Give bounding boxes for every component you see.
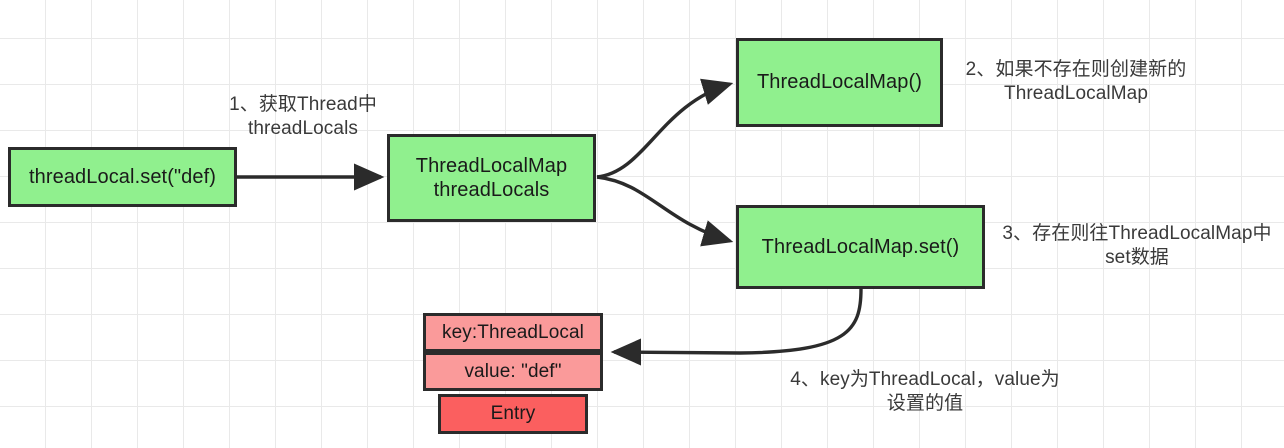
arrow-threadlocals-to-new-map <box>596 78 734 179</box>
label-step-4: 4、key为ThreadLocal，value为 设置的值 <box>790 369 1060 415</box>
node-entry-key[interactable]: key:ThreadLocal <box>423 313 603 352</box>
node-threadlocalmap-set[interactable]: ThreadLocalMap.set() <box>736 205 985 289</box>
arrow-map-set-to-entry <box>610 288 863 366</box>
node-entry-title[interactable]: Entry <box>438 394 588 434</box>
node-entry-value[interactable]: value: "def" <box>423 352 603 391</box>
arrow-threadlocals-to-map-set <box>596 175 734 247</box>
label-step-2: 2、如果不存在则创建新的 ThreadLocalMap <box>965 59 1187 105</box>
node-threadlocal-set-call[interactable]: threadLocal.set("def) <box>8 147 237 207</box>
label-step-1: 1、获取Thread中 threadLocals <box>229 94 377 140</box>
node-threadlocalmap-threadlocals[interactable]: ThreadLocalMap threadLocals <box>387 134 596 222</box>
label-step-3: 3、存在则往ThreadLocalMap中 set数据 <box>1002 223 1272 269</box>
node-new-threadlocalmap[interactable]: ThreadLocalMap() <box>736 38 943 127</box>
